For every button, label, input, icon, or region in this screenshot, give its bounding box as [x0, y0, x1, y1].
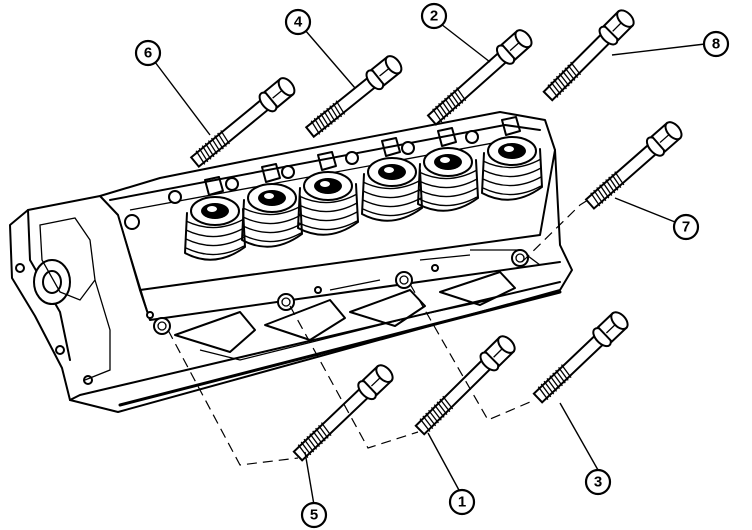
head-bolt — [414, 335, 516, 436]
callout-8-label: 8 — [712, 36, 720, 53]
callout-1: 1 — [448, 488, 476, 516]
head-bolt — [532, 311, 629, 404]
valve-spring — [401, 127, 479, 212]
valve-spring — [345, 137, 423, 222]
callout-3-label: 3 — [594, 474, 602, 491]
callout-8: 8 — [702, 30, 730, 58]
bolts — [189, 9, 683, 462]
leader-lines — [154, 23, 706, 506]
valve-spring — [281, 151, 359, 236]
callout-5-label: 5 — [310, 507, 318, 524]
head-bolt — [542, 9, 635, 102]
callout-7: 7 — [672, 213, 700, 241]
callout-2: 2 — [420, 2, 448, 30]
callout-6-label: 6 — [144, 45, 152, 62]
head-bolt — [584, 121, 683, 210]
valve-spring — [465, 116, 543, 201]
callout-2-label: 2 — [430, 8, 438, 25]
valve-springs — [168, 116, 543, 261]
head-bolt — [426, 29, 533, 126]
callout-3: 3 — [584, 468, 612, 496]
install-paths — [167, 199, 589, 466]
callout-6: 6 — [134, 39, 162, 67]
head-bolt — [189, 77, 296, 169]
valve-spring — [168, 176, 246, 261]
head-bolt — [292, 364, 394, 462]
callout-7-label: 7 — [682, 219, 690, 236]
cylinder-head — [9, 111, 573, 413]
callout-4-label: 4 — [294, 14, 303, 31]
head-bolt — [304, 55, 403, 139]
valve-spring — [225, 163, 303, 248]
callout-1-label: 1 — [458, 494, 466, 511]
callouts: 6 4 2 8 7 5 1 3 — [134, 2, 730, 529]
callout-4: 4 — [284, 8, 312, 36]
callout-5: 5 — [300, 501, 328, 529]
